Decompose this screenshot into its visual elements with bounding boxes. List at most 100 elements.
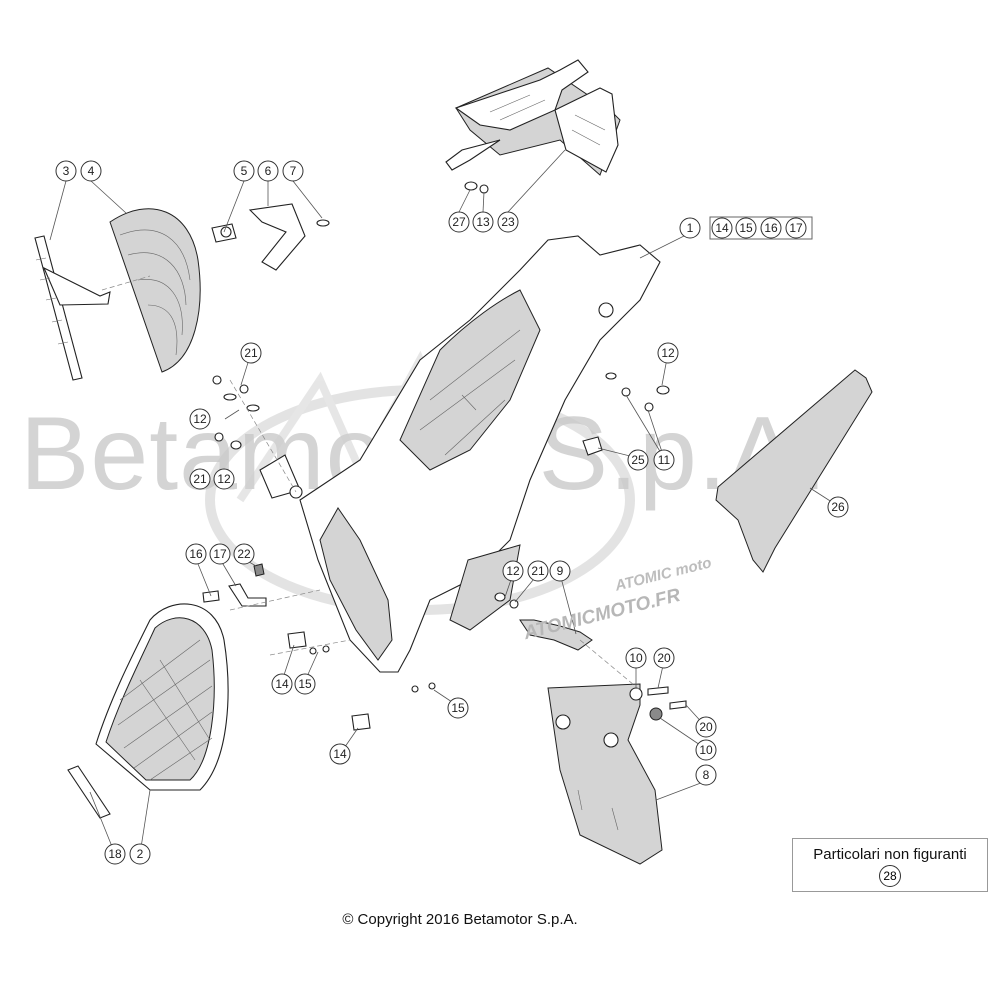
part-10-20-hardware	[629, 686, 687, 721]
part-2-intake-boot	[95, 603, 229, 791]
callout-12-left-2: 12	[213, 468, 235, 490]
svg-text:9: 9	[557, 564, 564, 578]
svg-text:27: 27	[452, 215, 466, 229]
callout-12-mid: 12	[502, 560, 524, 582]
callout-2: 2	[129, 843, 151, 865]
svg-text:25: 25	[631, 453, 645, 467]
part-7-washer	[316, 219, 330, 227]
svg-text:22: 22	[237, 547, 251, 561]
callout-9: 9	[549, 560, 571, 582]
svg-text:12: 12	[506, 564, 520, 578]
part-25-clip	[582, 436, 603, 456]
part-22-spring	[253, 563, 265, 577]
callout-15-lower: 15	[447, 697, 469, 719]
svg-text:14: 14	[715, 221, 729, 235]
svg-text:15: 15	[451, 701, 465, 715]
svg-text:18: 18	[108, 847, 122, 861]
callout-5: 5	[233, 160, 255, 182]
callout-10-right: 10	[695, 739, 717, 761]
part-4-air-filter	[109, 208, 201, 373]
callout-7: 7	[282, 160, 304, 182]
part-23-bracket	[445, 59, 621, 176]
not-shown-number: 28	[879, 865, 901, 887]
callout-21-left: 21	[189, 468, 211, 490]
callout-21-mid: 21	[527, 560, 549, 582]
callout-25: 25	[627, 449, 649, 471]
part-1-airbox	[259, 235, 661, 673]
callout-21-top: 21	[240, 342, 262, 364]
svg-text:12: 12	[217, 472, 231, 486]
svg-text:6: 6	[265, 164, 272, 178]
svg-text:12: 12	[193, 412, 207, 426]
callout-1-14: 14	[711, 217, 733, 239]
svg-text:1: 1	[687, 221, 694, 235]
svg-text:10: 10	[699, 743, 713, 757]
copyright-notice: © Copyright 2016 Betamotor S.p.A.	[342, 911, 578, 928]
svg-text:23: 23	[501, 215, 515, 229]
callout-14-lower: 14	[329, 743, 351, 765]
svg-text:16: 16	[189, 547, 203, 561]
svg-text:20: 20	[699, 720, 713, 734]
svg-text:14: 14	[333, 747, 347, 761]
not-shown-label: Particolari non figuranti	[813, 846, 967, 863]
callout-17: 17	[209, 543, 231, 565]
svg-text:2: 2	[137, 847, 144, 861]
svg-text:21: 21	[531, 564, 545, 578]
part-9-strap	[519, 619, 593, 651]
fasteners	[202, 181, 670, 609]
callout-4: 4	[80, 160, 102, 182]
svg-text:10: 10	[629, 651, 643, 665]
callout-26: 26	[827, 496, 849, 518]
svg-text:13: 13	[476, 215, 490, 229]
svg-text:14: 14	[275, 677, 289, 691]
callout-3: 3	[55, 160, 77, 182]
part-14-clips	[287, 631, 436, 731]
callouts: 3 4 5 6 7 27 13 23 1 14 15 16 17 21 12 2…	[55, 160, 849, 865]
svg-text:21: 21	[193, 472, 207, 486]
svg-text:17: 17	[789, 221, 803, 235]
callout-8: 8	[695, 764, 717, 786]
not-shown-parts-box: Particolari non figuranti 28	[792, 838, 988, 892]
svg-text:7: 7	[290, 164, 297, 178]
part-6-strap	[248, 203, 306, 271]
part-8-mudflap	[547, 683, 663, 865]
part-17-bracket	[228, 583, 267, 607]
svg-text:3: 3	[63, 164, 70, 178]
callout-1-17: 17	[785, 217, 807, 239]
svg-text:4: 4	[88, 164, 95, 178]
svg-text:15: 15	[298, 677, 312, 691]
svg-text:12: 12	[661, 346, 675, 360]
callout-11: 11	[653, 449, 675, 471]
svg-text:15: 15	[739, 221, 753, 235]
callout-14-mid: 14	[271, 673, 293, 695]
callout-6: 6	[257, 160, 279, 182]
callout-22: 22	[233, 543, 255, 565]
svg-text:20: 20	[657, 651, 671, 665]
callout-15-mid: 15	[294, 673, 316, 695]
part-26-side-panel	[715, 369, 873, 573]
svg-text:8: 8	[703, 768, 710, 782]
callout-1-16: 16	[760, 217, 782, 239]
callout-20-right: 20	[695, 716, 717, 738]
svg-text:11: 11	[658, 453, 671, 467]
callout-12-right: 12	[657, 342, 679, 364]
svg-text:5: 5	[241, 164, 248, 178]
part-5-bolt	[211, 223, 237, 243]
callout-18: 18	[104, 843, 126, 865]
callout-1-15: 15	[735, 217, 757, 239]
callout-16: 16	[185, 543, 207, 565]
svg-text:21: 21	[244, 346, 258, 360]
callout-27: 27	[448, 211, 470, 233]
callout-13: 13	[472, 211, 494, 233]
part-18-clamp	[67, 765, 111, 819]
callout-23: 23	[497, 211, 519, 233]
callout-20-top: 20	[653, 647, 675, 669]
svg-text:16: 16	[764, 221, 778, 235]
svg-text:17: 17	[213, 547, 227, 561]
part-3-filter-cage	[34, 235, 111, 381]
callout-10-top: 10	[625, 647, 647, 669]
callout-12-left: 12	[189, 408, 211, 430]
callout-1: 1	[679, 217, 701, 239]
